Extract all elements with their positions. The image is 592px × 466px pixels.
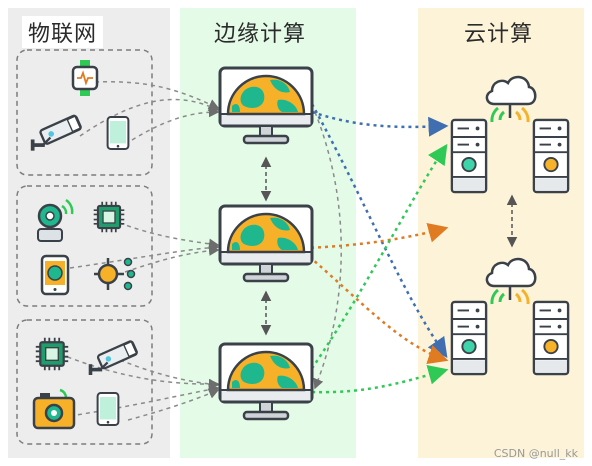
security-camera-icon [29,113,83,152]
server-icon [450,300,488,376]
iot-to-edge-links [59,80,342,421]
security-camera-icon [87,339,139,377]
edge-monitor-icon [218,66,314,145]
smartwatch-icon [71,60,99,96]
camera-icon [32,388,76,430]
iot-group-box-3 [16,319,153,445]
server-icon [532,300,570,376]
edge-to-cloud-links [302,103,449,394]
watermark: CSDN @null_kk [493,447,578,460]
iot-group-box-1 [16,49,153,176]
edge-monitor-icon [218,204,314,283]
chip-icon [34,336,70,372]
smartphone-icon [96,391,120,427]
webcam-icon [37,198,74,242]
cloud-icon [485,75,537,124]
server-icon [450,118,488,194]
sensor-hub-icon [94,257,136,291]
iot-column-title: 物联网 [22,16,104,48]
edge-column-title: 边缘计算 [214,22,307,47]
smartphone-globe-icon [40,254,70,296]
cloud-column-title: 云计算 [464,22,534,47]
iot-group-box-2 [16,185,153,307]
edge-monitor-icon [218,342,314,421]
server-icon [532,118,570,194]
chip-icon [92,200,126,234]
cloud-icon [485,257,537,306]
smartphone-icon [106,115,130,151]
